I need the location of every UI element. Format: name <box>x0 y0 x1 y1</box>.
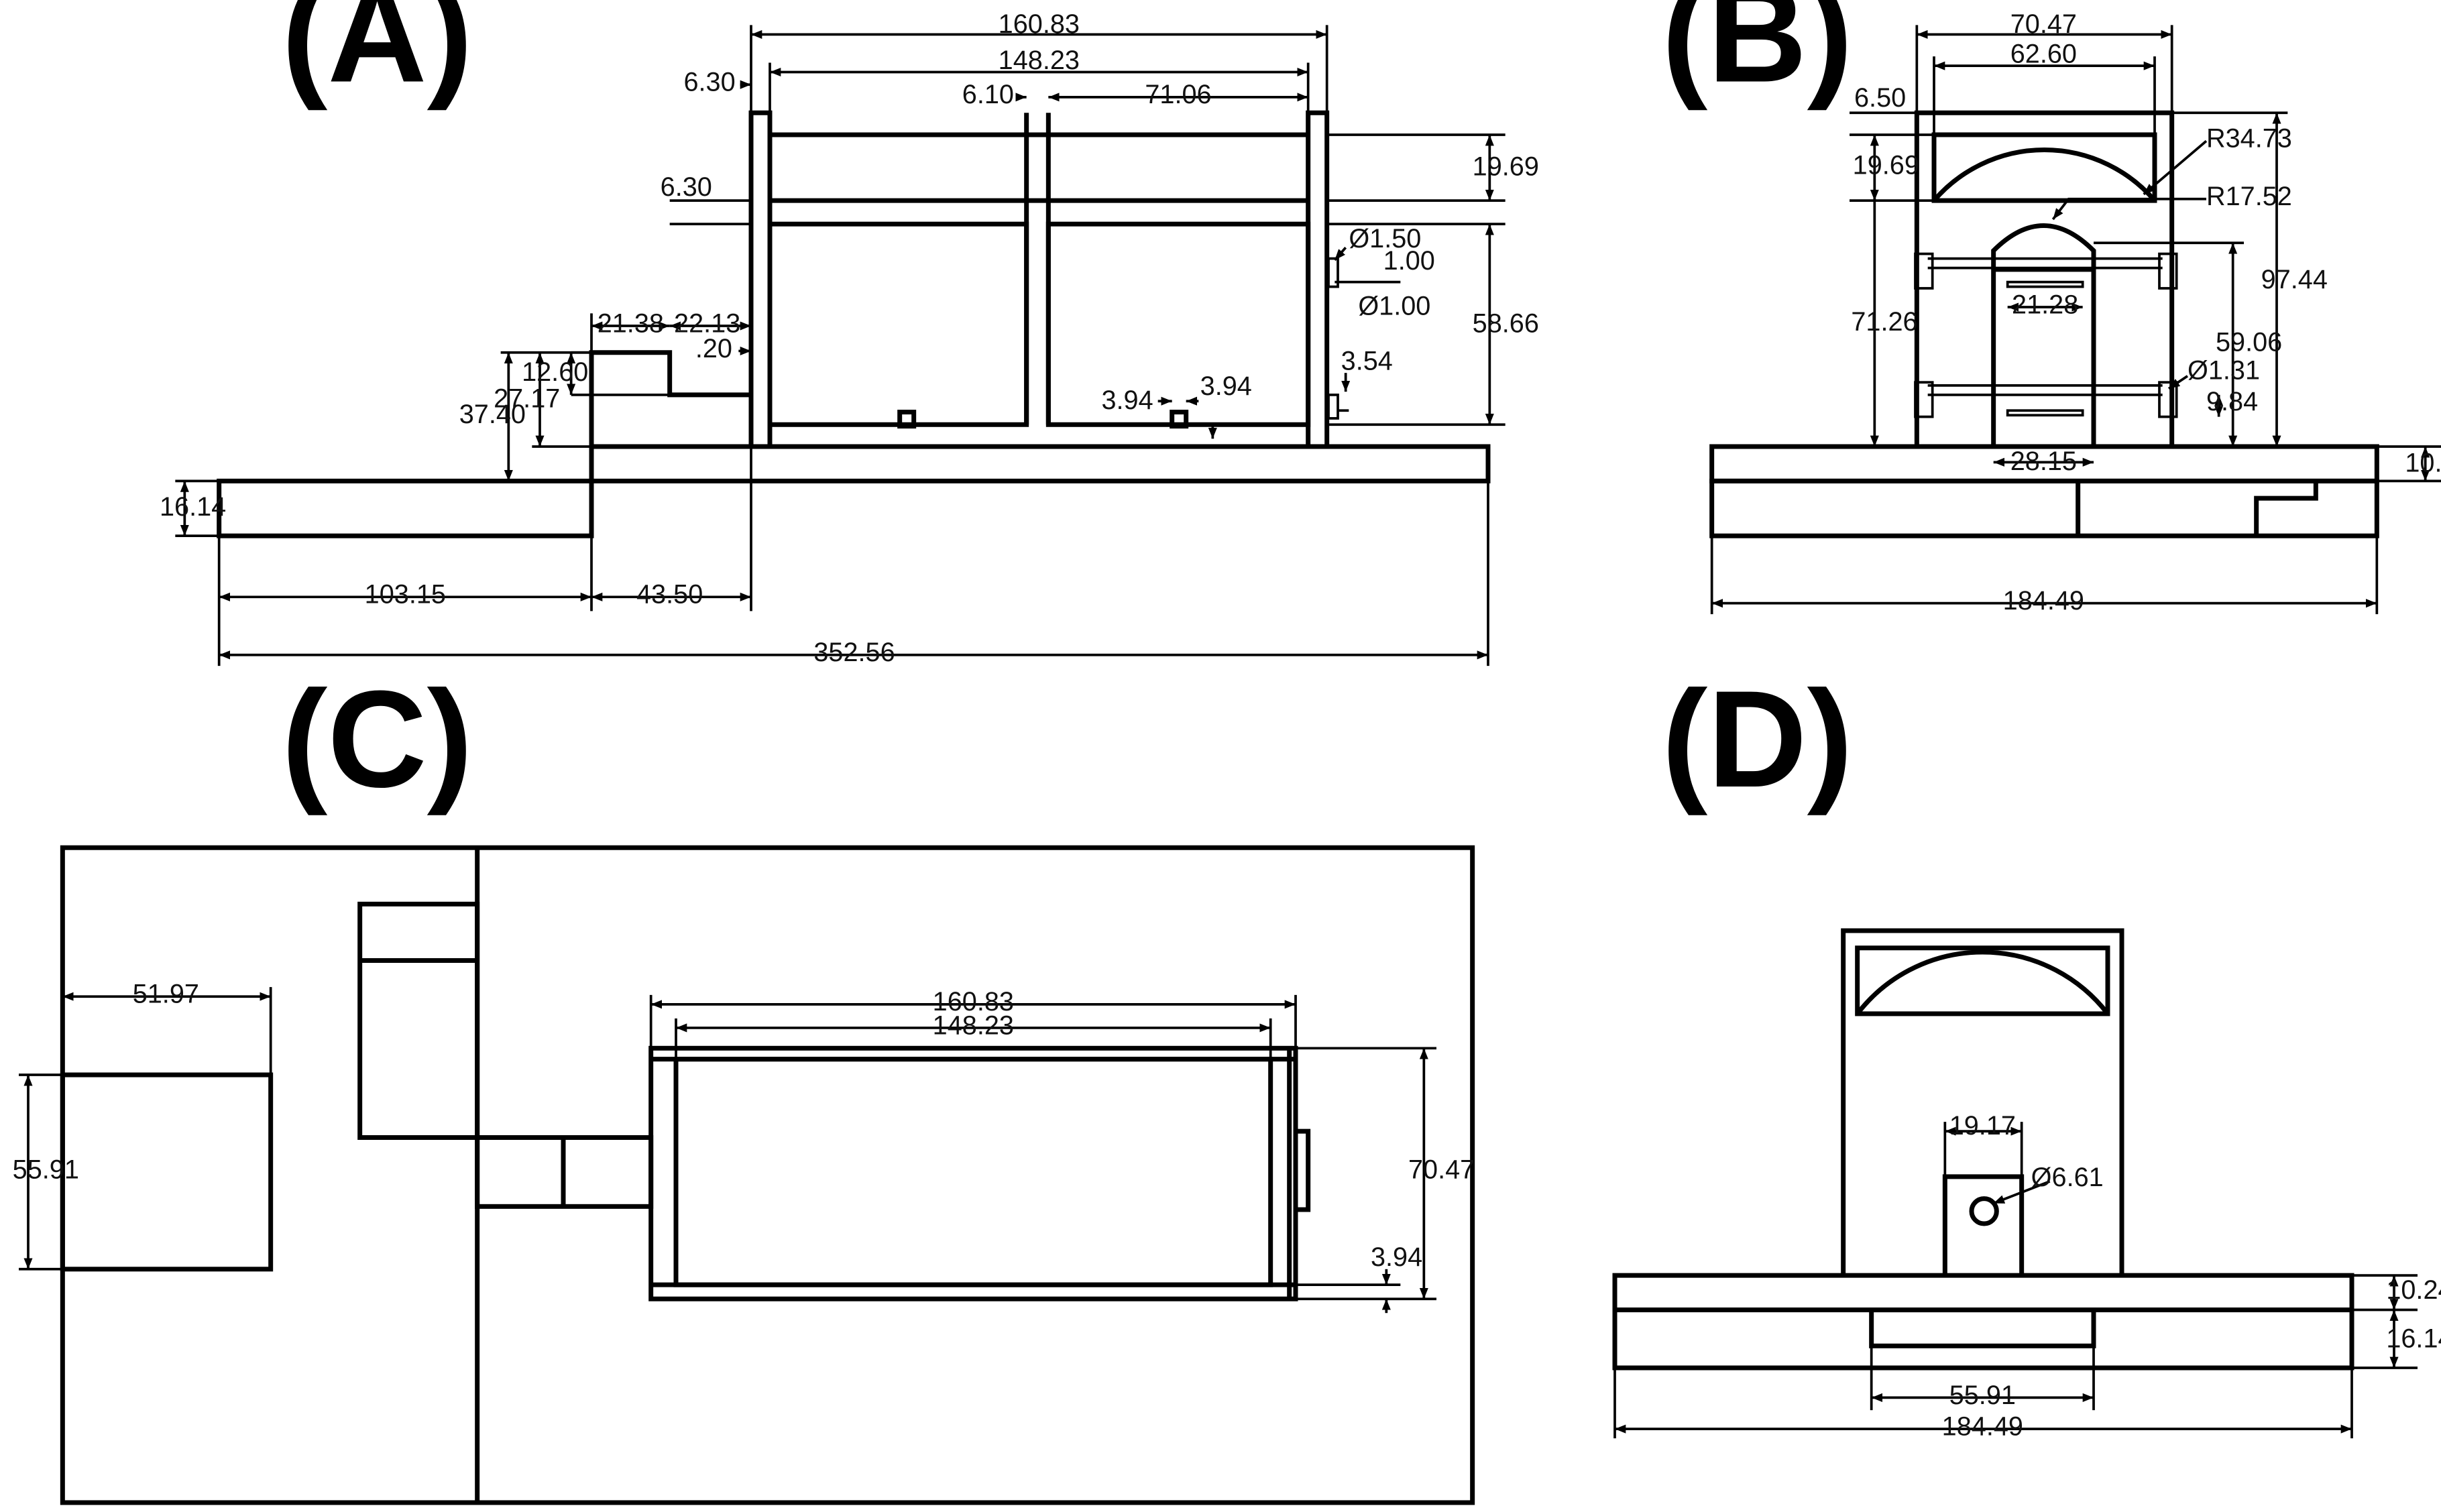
dim-a-top-band: 19.69 <box>1473 152 1539 182</box>
dim-a-wall: 6.30 <box>683 68 735 97</box>
dim-a-step-height-2: 27.17 <box>494 384 560 414</box>
panel-b-dimension-labels: 70.47 62.60 6.50 19.69 R34.73 R17.52 21.… <box>1851 9 2441 616</box>
dim-a-hole-large: Ø1.50 <box>1349 224 1421 253</box>
dim-a-divider: 6.30 <box>661 172 712 202</box>
dim-a-hole-small: Ø1.00 <box>1358 292 1430 321</box>
dim-a-peg-a: 3.94 <box>1101 386 1153 415</box>
dim-a-inner-top: 148.23 <box>999 46 1080 75</box>
dim-c-depth: 70.47 <box>1408 1155 1475 1184</box>
dim-a-overall-length: 352.56 <box>813 638 895 667</box>
dim-a-mid-wall: 6.10 <box>962 80 1014 109</box>
panel-c-dimension-lines <box>19 987 1436 1314</box>
dim-b-rail-height: 59.06 <box>2216 327 2282 357</box>
dim-a-chamber-height: 58.66 <box>1473 308 1539 338</box>
dim-d-top-base: 10.24 <box>2386 1275 2441 1305</box>
dim-b-base: 10.24 <box>2405 448 2441 477</box>
dim-a-step-height-3: 37.40 <box>459 400 526 429</box>
dim-a-overall-top: 160.83 <box>999 9 1080 39</box>
dim-b-band: 19.69 <box>1853 150 1919 180</box>
dim-b-arch-radius: R34.73 <box>2206 124 2292 154</box>
panel-d: (D) 19.17 Ø6.61 10.24 <box>1612 662 2441 1442</box>
dim-a-step-height-1: 12.60 <box>522 357 588 387</box>
dim-b-hole: Ø1.31 <box>2188 355 2260 385</box>
panel-a-dimension-lines <box>175 25 1506 666</box>
dim-d-hole: Ø6.61 <box>2031 1163 2104 1192</box>
dim-a-latch: 3.54 <box>1341 346 1393 375</box>
dim-d-opening: 19.17 <box>1949 1111 2016 1141</box>
panel-b-outline <box>1709 110 2379 538</box>
dim-b-inner-width: 62.60 <box>2010 39 2077 68</box>
panel-b-hardware <box>1914 252 2178 418</box>
dim-a-base-height: 16.14 <box>160 492 226 522</box>
panel-c-dimension-labels: 51.97 55.91 160.83 148.23 70.47 3.94 <box>13 980 1475 1273</box>
panel-b: (B) <box>1662 0 2441 616</box>
dim-b-outer-width: 70.47 <box>2010 9 2077 39</box>
panel-a: (A) <box>160 0 1539 667</box>
dim-b-total-height: 97.44 <box>2261 265 2328 294</box>
dim-b-base-width: 184.49 <box>2003 586 2084 616</box>
dim-b-door-radius: R17.52 <box>2206 182 2292 211</box>
panel-a-hardware <box>1327 257 1401 420</box>
dim-a-step-run: 43.50 <box>636 580 703 609</box>
panel-d-dimension-lines <box>1613 1122 2418 1439</box>
panel-d-dimension-labels: 19.17 Ø6.61 10.24 16.14 55.91 184.49 <box>1942 1111 2441 1442</box>
dim-d-recess: 55.91 <box>1949 1381 2016 1410</box>
panel-c-label: (C) <box>282 662 473 816</box>
dim-b-door-slot: 21.28 <box>2012 290 2078 319</box>
dim-a-right-compartment: 71.06 <box>1145 80 1211 109</box>
dim-a-peg-b: 3.94 <box>1200 371 1252 401</box>
panel-c-outline <box>60 845 1475 1505</box>
panel-a-dimension-labels: 160.83 148.23 6.30 6.10 71.06 19.69 6.30… <box>160 9 1539 667</box>
panel-c: (C) <box>13 662 1475 1505</box>
dim-c-peg: 3.94 <box>1371 1242 1422 1272</box>
dim-b-wall-top: 6.50 <box>1854 83 1906 113</box>
dim-b-left-height: 71.26 <box>1851 307 1917 337</box>
dim-b-door-width: 28.15 <box>2010 447 2077 476</box>
dim-a-step-width-1: 21.38 <box>598 308 664 338</box>
panel-a-label: (A) <box>282 0 473 111</box>
dim-a-step-width-2: 22.13 <box>674 308 740 338</box>
dim-d-lower-base: 16.14 <box>2386 1324 2441 1354</box>
panel-b-dimension-lines <box>1710 25 2441 615</box>
dim-d-base-width: 184.49 <box>1942 1411 2023 1441</box>
dim-c-box-depth: 55.91 <box>13 1155 79 1184</box>
dim-a-gap: .20 <box>695 334 732 363</box>
panel-a-outline <box>217 110 1491 538</box>
panel-d-label: (D) <box>1662 662 1853 816</box>
panel-d-outline <box>1612 928 2354 1371</box>
dim-a-pin-len: 1.00 <box>1383 246 1435 276</box>
dim-a-ramp-length: 103.15 <box>365 580 446 609</box>
dim-b-rail-gap: 9.84 <box>2206 387 2258 416</box>
dim-c-outer-top: 160.83 <box>933 987 1014 1016</box>
panel-b-label: (B) <box>1662 0 1853 111</box>
dim-c-inner-top: 148.23 <box>933 1010 1014 1040</box>
dim-c-box-width: 51.97 <box>133 980 199 1009</box>
